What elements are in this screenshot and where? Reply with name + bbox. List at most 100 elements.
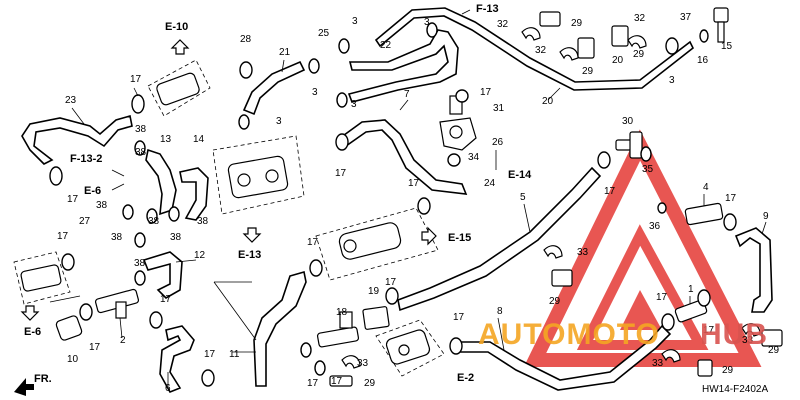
hose-12 [142, 251, 183, 299]
callout-c8: 8 [497, 306, 503, 317]
hose-6 [159, 325, 195, 394]
hose-21 [242, 60, 306, 116]
callout-c1: 1 [688, 284, 694, 295]
clips [329, 11, 783, 387]
callout-c37: 37 [680, 12, 692, 23]
callout-c18: 18 [336, 307, 348, 318]
callout-c23: 23 [65, 95, 77, 106]
callout-c38a: 38 [135, 124, 147, 135]
callout-c6: 6 [165, 383, 171, 394]
watermark-text-right: HUB [700, 318, 768, 351]
ref-label-e6a: E-6 [84, 185, 101, 197]
callout-c35: 35 [642, 164, 654, 175]
callout-c3b: 3 [276, 116, 282, 127]
callout-c29e: 29 [768, 345, 780, 356]
callout-c2: 2 [120, 335, 126, 346]
hose-20 [374, 7, 695, 91]
callout-c33b: 33 [742, 335, 754, 346]
callout-c17b: 17 [67, 194, 79, 205]
callout-c38f: 38 [170, 232, 182, 243]
callout-c27: 27 [79, 216, 91, 227]
callout-c29f: 29 [722, 365, 734, 376]
callout-c34: 34 [468, 152, 480, 163]
callout-c29b: 29 [582, 66, 594, 77]
callout-c16: 16 [697, 55, 709, 66]
callout-c14: 14 [193, 134, 205, 145]
callout-c22: 22 [380, 40, 392, 51]
callout-c28: 28 [240, 34, 252, 45]
callout-c17c: 17 [57, 231, 69, 242]
callout-c7: 7 [404, 89, 410, 100]
callout-c38d: 38 [111, 232, 123, 243]
ref-label-f13: F-13 [476, 3, 499, 15]
diagram-code: HW14-F2402A [702, 384, 768, 395]
callout-c38b: 38 [135, 147, 147, 158]
valve-assembly-e6 [13, 251, 71, 305]
joint-18 [316, 311, 360, 348]
callout-c17d: 17 [160, 294, 172, 305]
callout-c17m: 17 [656, 292, 668, 303]
callout-c38h: 38 [134, 258, 146, 269]
ref-label-e2: E-2 [457, 372, 474, 384]
callout-c21: 21 [279, 47, 291, 58]
callout-c17a: 17 [130, 74, 142, 85]
callout-c17l: 17 [725, 193, 737, 204]
callout-c9: 9 [763, 211, 769, 222]
callout-c17g: 17 [335, 168, 347, 179]
callout-c12: 12 [194, 250, 206, 261]
callout-c25: 25 [318, 28, 330, 39]
valve-assembly-e15 [315, 207, 439, 281]
bolt-15 [713, 7, 729, 43]
ref-label-e10: E-10 [165, 21, 188, 33]
callout-c17r: 17 [331, 376, 343, 387]
joint-4 [684, 202, 724, 226]
callout-c29d: 29 [549, 296, 561, 307]
callout-c3c: 3 [352, 16, 358, 27]
callout-c3d: 3 [351, 99, 357, 110]
reference-labels: E-10F-13F-13-2E-6E-14E-13E-15E-6E-2FR. [24, 3, 532, 385]
ref-label-e6b: E-6 [24, 326, 41, 338]
callout-c3a: 3 [312, 87, 318, 98]
thermostat-housing [439, 95, 477, 151]
callout-c13: 13 [160, 134, 172, 145]
callout-c30: 30 [622, 116, 634, 127]
hose-clamps [49, 22, 737, 387]
callout-c24: 24 [484, 178, 496, 189]
callout-c29a: 29 [571, 18, 583, 29]
callout-c17p: 17 [453, 312, 465, 323]
callout-c32c: 32 [634, 13, 646, 24]
callout-c32b: 32 [535, 45, 547, 56]
callout-c17j: 17 [307, 237, 319, 248]
callout-c17h: 17 [480, 87, 492, 98]
callout-c29c: 29 [633, 49, 645, 60]
callout-c10: 10 [67, 354, 79, 365]
hose-24 [338, 119, 468, 195]
hose-13 [145, 148, 209, 221]
callout-c17o: 17 [385, 277, 397, 288]
callout-c4: 4 [703, 182, 709, 193]
callout-c3e: 3 [424, 17, 430, 28]
callout-c26: 26 [492, 137, 504, 148]
callout-c17f: 17 [204, 349, 216, 360]
ref-arrows [14, 9, 471, 396]
hose-5 [397, 166, 602, 312]
hose-8 [457, 324, 672, 391]
bolt-30 [615, 131, 643, 159]
part-10 [55, 315, 83, 341]
callout-c33d: 33 [357, 358, 369, 369]
valve-assembly-14 [212, 135, 305, 215]
callout-c17i: 17 [408, 178, 420, 189]
hose-9 [734, 227, 773, 313]
hose-23 [21, 114, 133, 165]
ref-label-f13-2: F-13-2 [70, 153, 102, 165]
callout-c20b: 20 [542, 96, 554, 107]
valve-assembly-e10 [147, 59, 211, 117]
callout-c36: 36 [649, 221, 661, 232]
ref-label-e15: E-15 [448, 232, 471, 244]
joint-19 [362, 306, 390, 330]
callout-c38g: 38 [197, 216, 209, 227]
callout-c3f: 3 [669, 75, 675, 86]
ref-label-e14: E-14 [508, 169, 532, 181]
